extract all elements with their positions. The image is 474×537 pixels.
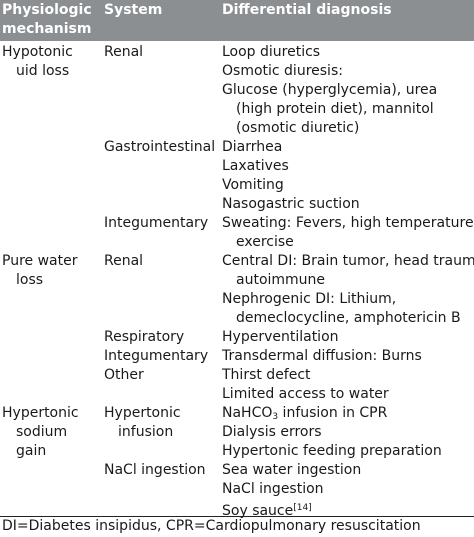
system-hypertonic-infusion-line2: infusion xyxy=(118,424,174,440)
table-bottom-rule xyxy=(0,516,474,517)
nahco3-suffix: infusion in CPR xyxy=(278,405,388,421)
mechanism-pure-water-line2: loss xyxy=(16,272,44,288)
mechanism-hypertonic-line2: sodium xyxy=(16,424,68,440)
system-nacl-ingestion: NaCl ingestion xyxy=(104,462,206,478)
header-mechanism-line1: Physiologic xyxy=(2,2,92,18)
diagnosis-central-di-line2: autoimmune xyxy=(236,272,326,288)
mechanism-pure-water-line1: Pure water xyxy=(2,253,78,269)
diagnosis-central-di: Central DI: Brain tumor, head trauma, au… xyxy=(222,252,474,290)
diagnosis-thirst: Thirst defect xyxy=(222,367,311,383)
header-mechanism: Physiologic mechanism xyxy=(2,1,92,39)
header-diagnosis: Differential diagnosis xyxy=(222,2,392,18)
system-hypertonic-infusion-line1: Hypertonic xyxy=(104,405,181,421)
system-renal: Renal xyxy=(104,253,144,269)
diagnosis-limited-access: Limited access to water xyxy=(222,386,389,402)
diagnosis-nasogastric: Nasogastric suction xyxy=(222,196,360,212)
header-mechanism-line2: mechanism xyxy=(2,21,92,37)
mechanism-hypotonic-line2: uid loss xyxy=(16,63,70,79)
nahco3-subscript: 3 xyxy=(272,412,279,422)
mechanism-hypertonic: Hypertonic sodium gain xyxy=(2,404,79,461)
diagnosis-loop-diuretics: Loop diuretics xyxy=(222,44,321,60)
diagnosis-glucose-line1: Glucose (hyperglycemia), urea xyxy=(222,82,438,98)
diagnosis-sweating-line1: Sweating: Fevers, high temperatures, xyxy=(222,215,474,231)
system-other: Other xyxy=(104,367,144,383)
table-footnote: DI=Diabetes insipidus, CPR=Cardiopulmona… xyxy=(2,518,421,534)
system-renal: Renal xyxy=(104,44,144,60)
mechanism-hypotonic: Hypotonic uid loss xyxy=(2,43,73,81)
diagnosis-laxatives: Laxatives xyxy=(222,158,289,174)
diagnosis-vomiting: Vomiting xyxy=(222,177,284,193)
table-header: Physiologic mechanism System Differentia… xyxy=(0,0,474,41)
mechanism-pure-water: Pure water loss xyxy=(2,252,77,290)
diagnosis-glucose-line2: (high protein diet), mannitol xyxy=(236,101,434,117)
diagnosis-osmotic-diuresis: Osmotic diuresis: xyxy=(222,63,343,79)
soy-sauce-reference[interactable]: [14] xyxy=(293,503,312,513)
diagnosis-glucose: Glucose (hyperglycemia), urea (high prot… xyxy=(222,81,437,138)
diagnosis-glucose-line3: (osmotic diuretic) xyxy=(236,120,360,136)
diagnosis-nephrogenic-di-line1: Nephrogenic DI: Lithium, xyxy=(222,291,397,307)
diagnosis-sweating-line2: exercise xyxy=(236,234,294,250)
system-respiratory: Respiratory xyxy=(104,329,185,345)
system-hypertonic-infusion: Hypertonic infusion xyxy=(104,404,181,442)
mechanism-hypertonic-line3: gain xyxy=(16,443,47,459)
system-integumentary: Integumentary xyxy=(104,215,209,231)
diagnosis-nacl-ingestion: NaCl ingestion xyxy=(222,481,324,497)
nahco3-text: NaHCO xyxy=(222,405,273,421)
system-integumentary: Integumentary xyxy=(104,348,209,364)
diagnosis-nahco3: NaHCO3 infusion in CPR xyxy=(222,404,387,427)
diagnosis-dialysis: Dialysis errors xyxy=(222,424,322,440)
system-gastrointestinal: Gastrointestinal xyxy=(104,139,216,155)
diagnosis-central-di-line1: Central DI: Brain tumor, head trauma, xyxy=(222,253,474,269)
header-system: System xyxy=(104,2,163,18)
diagnosis-nephrogenic-di-line2: demeclocycline, amphotericin B xyxy=(236,310,461,326)
diagnosis-diarrhea: Diarrhea xyxy=(222,139,283,155)
diagnosis-sweating: Sweating: Fevers, high temperatures, exe… xyxy=(222,214,474,252)
diagnosis-sea-water: Sea water ingestion xyxy=(222,462,362,478)
diagnosis-soy-sauce: Soy sauce[14] xyxy=(222,499,312,521)
diagnosis-nephrogenic-di: Nephrogenic DI: Lithium, demeclocycline,… xyxy=(222,290,461,328)
mechanism-hypertonic-line1: Hypertonic xyxy=(2,405,79,421)
diagnosis-transdermal: Transdermal diffusion: Burns xyxy=(222,348,422,364)
soy-sauce-text: Soy sauce xyxy=(222,503,294,519)
diagnosis-hyperventilation: Hyperventilation xyxy=(222,329,339,345)
diagnosis-hypertonic-feeding: Hypertonic feeding preparation xyxy=(222,443,442,459)
mechanism-hypotonic-line1: Hypotonic xyxy=(2,44,73,60)
